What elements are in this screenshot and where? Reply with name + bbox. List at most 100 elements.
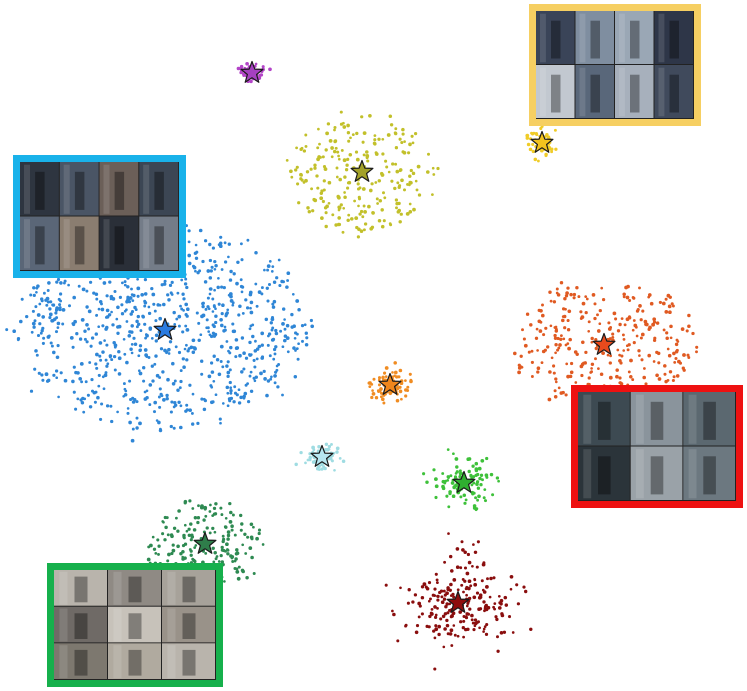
scatter-point bbox=[596, 313, 599, 317]
scatter-point bbox=[228, 351, 232, 355]
thumbnail-highlight bbox=[24, 164, 30, 214]
scatter-point bbox=[674, 342, 679, 347]
scatter-point bbox=[294, 462, 298, 467]
scatter-point bbox=[270, 315, 275, 320]
scatter-point bbox=[295, 299, 300, 303]
scatter-point bbox=[229, 269, 233, 274]
scatter-point bbox=[434, 484, 439, 489]
scatter-point bbox=[83, 397, 87, 401]
scatter-point bbox=[481, 478, 484, 482]
scatter-point bbox=[29, 293, 33, 297]
scatter-point bbox=[598, 308, 602, 313]
scatter-point bbox=[110, 310, 113, 314]
scatter-point bbox=[226, 533, 231, 538]
scatter-point bbox=[413, 593, 418, 597]
scatter-point bbox=[222, 537, 226, 541]
scatter-point bbox=[437, 632, 441, 637]
thumbnail-image bbox=[108, 570, 161, 606]
scatter-point bbox=[197, 321, 201, 325]
thumbnail-highlight bbox=[540, 67, 546, 117]
scatter-point bbox=[590, 367, 593, 370]
scatter-point bbox=[398, 385, 402, 389]
scatter-point bbox=[194, 243, 198, 247]
scatter-point bbox=[219, 553, 223, 558]
scatter-point bbox=[244, 383, 248, 387]
scatter-point bbox=[241, 543, 245, 547]
scatter-point bbox=[79, 362, 84, 366]
scatter-point bbox=[338, 177, 342, 182]
scatter-point bbox=[644, 382, 648, 386]
scatter-point bbox=[85, 289, 89, 293]
thumbnail-highlight bbox=[635, 394, 644, 444]
scatter-point bbox=[201, 259, 205, 264]
scatter-point bbox=[36, 333, 41, 338]
scatter-point bbox=[87, 327, 91, 331]
scatter-point bbox=[335, 166, 339, 170]
scatter-point bbox=[427, 581, 432, 585]
scatter-point bbox=[319, 191, 324, 196]
scatter-point bbox=[254, 339, 257, 343]
thumbnail-figure bbox=[590, 74, 600, 113]
scatter-point bbox=[607, 327, 612, 331]
scatter-point bbox=[324, 148, 328, 152]
scatter-point bbox=[455, 565, 460, 569]
thumbnail-image bbox=[536, 11, 575, 64]
scatter-point bbox=[346, 123, 350, 128]
scatter-point bbox=[142, 366, 146, 370]
scatter-point bbox=[442, 645, 446, 649]
scatter-point bbox=[211, 297, 215, 301]
scatter-point bbox=[226, 530, 231, 534]
scatter-point bbox=[395, 169, 400, 174]
scatter-point bbox=[5, 328, 9, 332]
cluster-orange-centroid-star bbox=[378, 372, 402, 395]
scatter-point bbox=[200, 314, 204, 319]
scatter-point bbox=[33, 319, 37, 323]
scatter-point bbox=[342, 125, 347, 129]
scatter-point bbox=[264, 317, 269, 322]
scatter-point bbox=[133, 305, 137, 310]
scatter-point bbox=[55, 280, 59, 284]
scatter-point bbox=[434, 615, 438, 620]
thumbnail-figure bbox=[35, 226, 45, 265]
scatter-point bbox=[90, 378, 94, 382]
scatter-point bbox=[452, 595, 456, 599]
scatter-point bbox=[377, 179, 382, 183]
scatter-point bbox=[135, 319, 139, 324]
scatter-point bbox=[564, 393, 568, 397]
scatter-point bbox=[270, 270, 274, 273]
scatter-point bbox=[461, 577, 465, 581]
scatter-point bbox=[228, 368, 232, 372]
scatter-point bbox=[203, 239, 208, 243]
scatter-point bbox=[276, 385, 280, 389]
scatter-point bbox=[191, 264, 196, 268]
scatter-point bbox=[304, 331, 308, 335]
cluster-green-centroid-star bbox=[452, 470, 476, 493]
scatter-point bbox=[158, 303, 162, 307]
scatter-point bbox=[228, 501, 232, 506]
scatter-point bbox=[12, 329, 17, 334]
scatter-point bbox=[260, 355, 265, 359]
thumbnail-figure bbox=[669, 20, 679, 59]
thumbnail-image bbox=[162, 606, 215, 643]
scatter-point bbox=[246, 238, 250, 242]
scatter-point bbox=[398, 169, 402, 173]
scatter-point bbox=[182, 533, 186, 538]
scatter-point bbox=[165, 351, 168, 355]
scatter-point bbox=[74, 370, 78, 375]
scatter-point bbox=[143, 304, 147, 308]
scatter-point bbox=[227, 397, 232, 401]
scatter-point bbox=[123, 283, 127, 287]
scatter-point bbox=[395, 206, 398, 210]
thumbnail-figure bbox=[74, 613, 88, 639]
thumbnail-figure bbox=[128, 576, 142, 603]
scatter-point bbox=[251, 334, 255, 339]
thumbnail-image bbox=[54, 606, 107, 643]
scatter-point bbox=[446, 611, 450, 615]
scatter-point bbox=[432, 173, 436, 176]
scatter-point bbox=[125, 360, 129, 365]
scatter-point bbox=[324, 442, 329, 446]
scatter-point bbox=[407, 588, 411, 592]
scatter-point bbox=[209, 287, 213, 291]
scatter-point bbox=[380, 224, 385, 229]
scatter-point bbox=[447, 476, 450, 479]
